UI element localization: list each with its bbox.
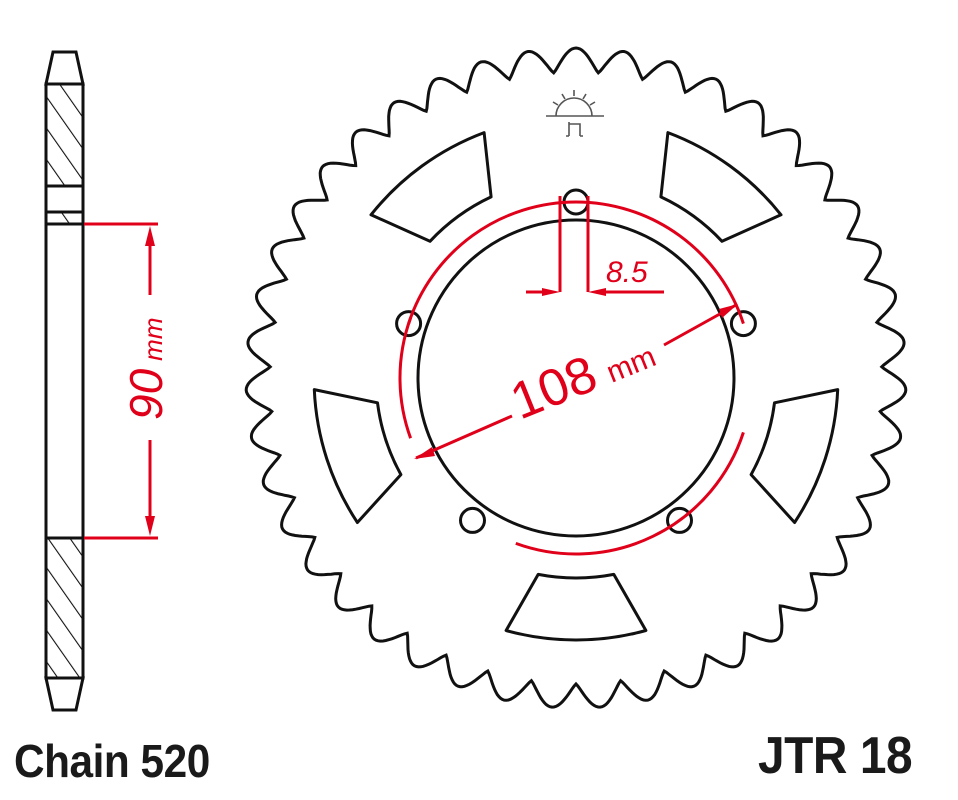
side-top-tip <box>44 50 85 86</box>
pcd-arc-bottom <box>515 431 745 556</box>
side-lower-hatch <box>44 536 85 680</box>
side-small-hatch <box>44 210 85 226</box>
bolt-hole <box>459 506 486 534</box>
part-number-label: JTR 18 <box>758 727 913 785</box>
bolt-hole <box>395 310 423 338</box>
pcd-annotations <box>398 196 745 556</box>
pcd-arc-left <box>398 317 413 439</box>
side-upper-hatch <box>44 82 85 188</box>
pcd-dimension: 108mm <box>503 322 663 431</box>
bolt-hole-dimension: 8.5 <box>606 256 648 289</box>
side-height-dimension <box>84 222 158 540</box>
hub-bore-circle <box>416 218 736 538</box>
lightening-slot <box>369 131 493 243</box>
lightening-slot <box>312 388 403 524</box>
sprocket-teeth-outline <box>244 46 908 709</box>
side-profile-view <box>44 50 85 712</box>
side-height-value: 90mm <box>120 318 172 421</box>
chain-size-label: Chain 520 <box>14 735 210 787</box>
side-bottom-tip <box>44 676 85 712</box>
lightening-slot <box>749 388 840 524</box>
bolt-hole <box>729 310 757 338</box>
jt-sunrise-logo-icon <box>546 90 604 137</box>
lightening-slot <box>504 572 648 642</box>
pcd-arc-top <box>407 200 745 325</box>
sprocket-front-view <box>244 46 908 709</box>
lightening-slot <box>659 131 783 243</box>
side-hub <box>44 222 85 540</box>
lightening-slots <box>312 131 840 642</box>
bolt-hole <box>666 506 693 534</box>
